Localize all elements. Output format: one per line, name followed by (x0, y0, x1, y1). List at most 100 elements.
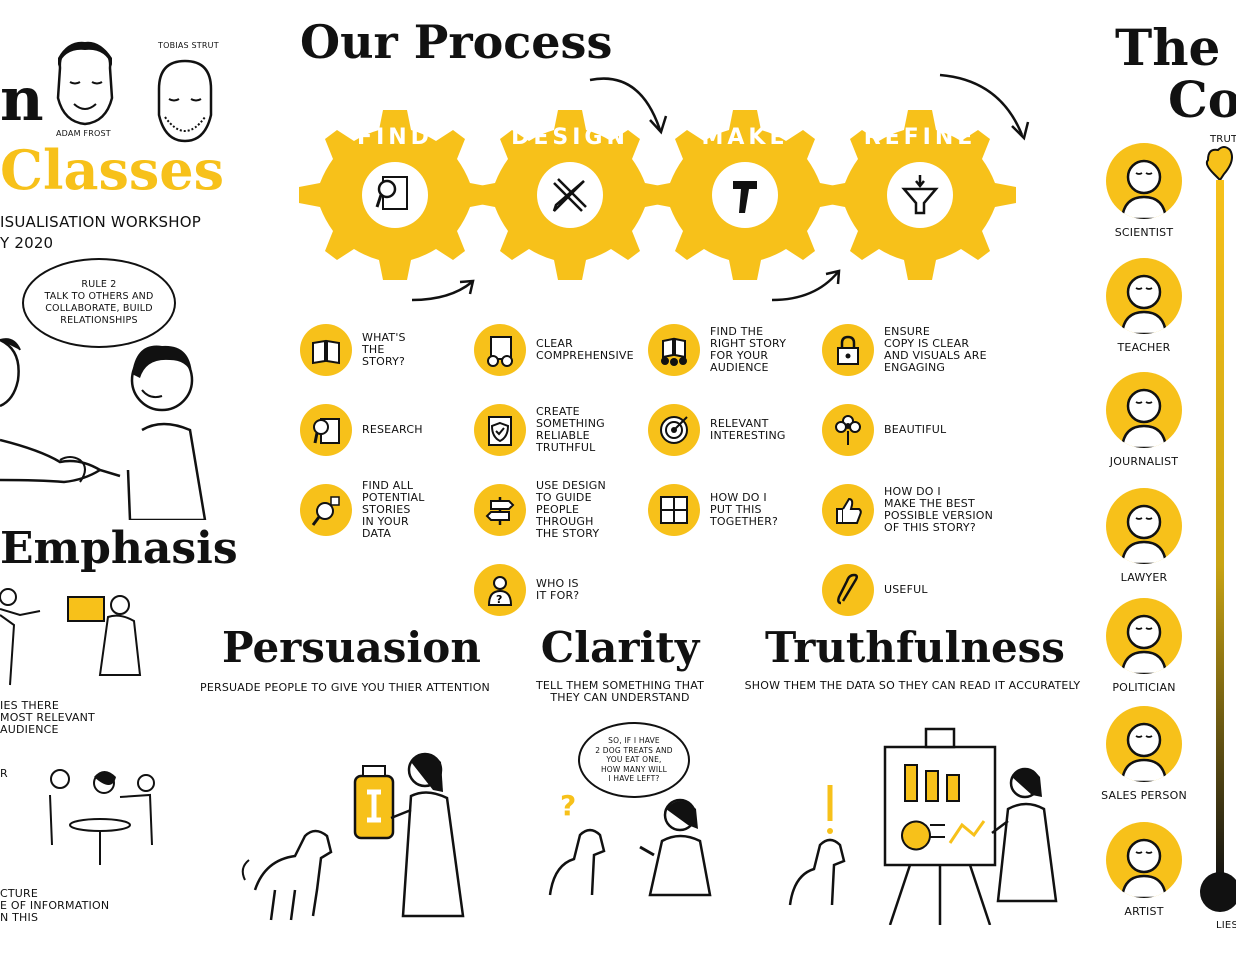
process-step-line: FIND ALL (362, 479, 414, 492)
person-portrait (1106, 598, 1182, 674)
pillar-truthfulness-heading: Truthfulness (765, 623, 1065, 672)
gear-refine-block: REFINE (820, 95, 1020, 295)
gears-layer (299, 73, 1030, 302)
book-icon (300, 324, 352, 376)
process-step-line: AUDIENCE (710, 361, 769, 374)
truth-scale (1200, 146, 1236, 912)
process-step-line: INTERESTING (710, 429, 786, 442)
thumbs-up-icon (822, 484, 874, 536)
pillar-truthfulness-text: SHOW THEM THE DATA SO THEY CAN READ IT A… (744, 679, 1081, 692)
process-step-label: BEAUTIFUL (884, 400, 999, 460)
gear-make-block: MAKE (645, 95, 845, 295)
scale-bottom-label: LIES (1216, 920, 1236, 931)
signpost-icon (474, 484, 526, 536)
emphasis-line: AUDIENCE (0, 723, 59, 736)
person-portrait (1106, 143, 1182, 219)
process-step: RESEARCH (300, 400, 470, 460)
title-fragment: n (0, 65, 44, 135)
handshake-illustration (0, 338, 207, 520)
process-step-line: PUT THIS (710, 503, 762, 516)
name-tobias-strut: TOBIAS STRUT (158, 41, 219, 50)
process-step-line: RIGHT STORY (710, 337, 787, 350)
gear-label-refine: REFINE (863, 125, 977, 150)
process-step-line: STORY? (362, 355, 406, 368)
person-portrait (1106, 258, 1182, 334)
person-label: ARTIST (1124, 905, 1164, 918)
person-portrait (1106, 822, 1182, 898)
title-classes: Classes (0, 138, 225, 202)
process-step-line: AND VISUALS ARE (884, 349, 987, 362)
gear-label-design: DESIGN (511, 125, 629, 150)
target-icon (648, 404, 700, 456)
svg-text:?: ? (560, 789, 576, 822)
person-question-icon: ? (474, 564, 526, 616)
right-heading-1: The S (1115, 18, 1236, 77)
tobias-strut-portrait (157, 59, 213, 143)
process-step-line: POTENTIAL (362, 491, 425, 504)
clarity-bubble-line: YOU EAT ONE, (606, 755, 662, 765)
bubble-line: RELATIONSHIPS (60, 315, 138, 326)
gear-find-block: FIND (295, 95, 495, 295)
adam-frost-portrait (56, 41, 114, 126)
process-step-line: RELIABLE (536, 429, 590, 442)
process-step-line: OF THIS STORY? (884, 521, 976, 534)
clarity-illustration: ? (548, 789, 712, 897)
padlock-icon (822, 324, 874, 376)
person-label: TEACHER (1117, 341, 1171, 354)
process-step-line: STORIES (362, 503, 411, 516)
process-step-line: IN YOUR (362, 515, 409, 528)
clarity-speech-bubble: SO, IF I HAVE 2 DOG TREATS AND YOU EAT O… (578, 722, 690, 798)
structure-line: E OF INFORMATION (0, 899, 110, 912)
process-step-line: BEAUTIFUL (884, 423, 947, 436)
puzzle-icon (648, 484, 700, 536)
glasses-document-icon (474, 324, 526, 376)
pillar-persuasion-heading: Persuasion (222, 623, 481, 672)
person-label: POLITICIAN (1112, 681, 1176, 694)
funnel-icon (901, 175, 939, 215)
pillar-persuasion-text: PERSUADE PEOPLE TO GIVE YOU THIER ATTENT… (200, 681, 490, 694)
right-heading-2: Co (1168, 70, 1236, 129)
process-step-line: COPY IS CLEAR (884, 337, 970, 350)
bubble-line: RULE 2 (81, 279, 117, 290)
process-step-line: THE (362, 343, 385, 356)
scale-top-label: TRUT (1210, 134, 1236, 145)
bubble-line: TALK TO OTHERS AND (44, 291, 154, 302)
process-step-line: TOGETHER? (710, 515, 779, 528)
process-step-line: PEOPLE (536, 503, 580, 516)
structure-text: CTURE E OF INFORMATION N THIS (0, 888, 109, 924)
hammer-icon (733, 181, 757, 213)
process-step-line: MAKE THE BEST (884, 497, 975, 510)
name-adam-frost: ADAM FROST (56, 129, 111, 138)
bottom-fragment: R (0, 767, 8, 780)
process-step: USEFUL (822, 560, 992, 620)
emphasis-line: MOST RELEVANT (0, 711, 95, 724)
bubble-line: COLLABORATE, BUILD (45, 303, 153, 314)
process-step-line: TRUTHFUL (536, 441, 596, 454)
truthfulness-illustration (788, 727, 1058, 925)
process-step-line: POSSIBLE VERSION (884, 509, 994, 522)
process-step-label: USEFUL (884, 560, 999, 620)
clarity-line: TELL THEM SOMETHING THAT (535, 679, 705, 692)
process-step-line: IT FOR? (536, 589, 580, 602)
emphasis-text: IES THERE MOST RELEVANT AUDIENCE (0, 700, 95, 736)
process-step-line: FIND THE (710, 325, 764, 338)
document-search-icon (375, 176, 408, 210)
process-step-line: HOW DO I (884, 485, 941, 498)
clarity-bubble-line: 2 DOG TREATS AND (595, 745, 673, 755)
subtitle-line1: ISUALISATION WORKSHOP (0, 213, 201, 231)
audience-book-icon (648, 324, 700, 376)
process-step-line: RESEARCH (362, 423, 423, 436)
